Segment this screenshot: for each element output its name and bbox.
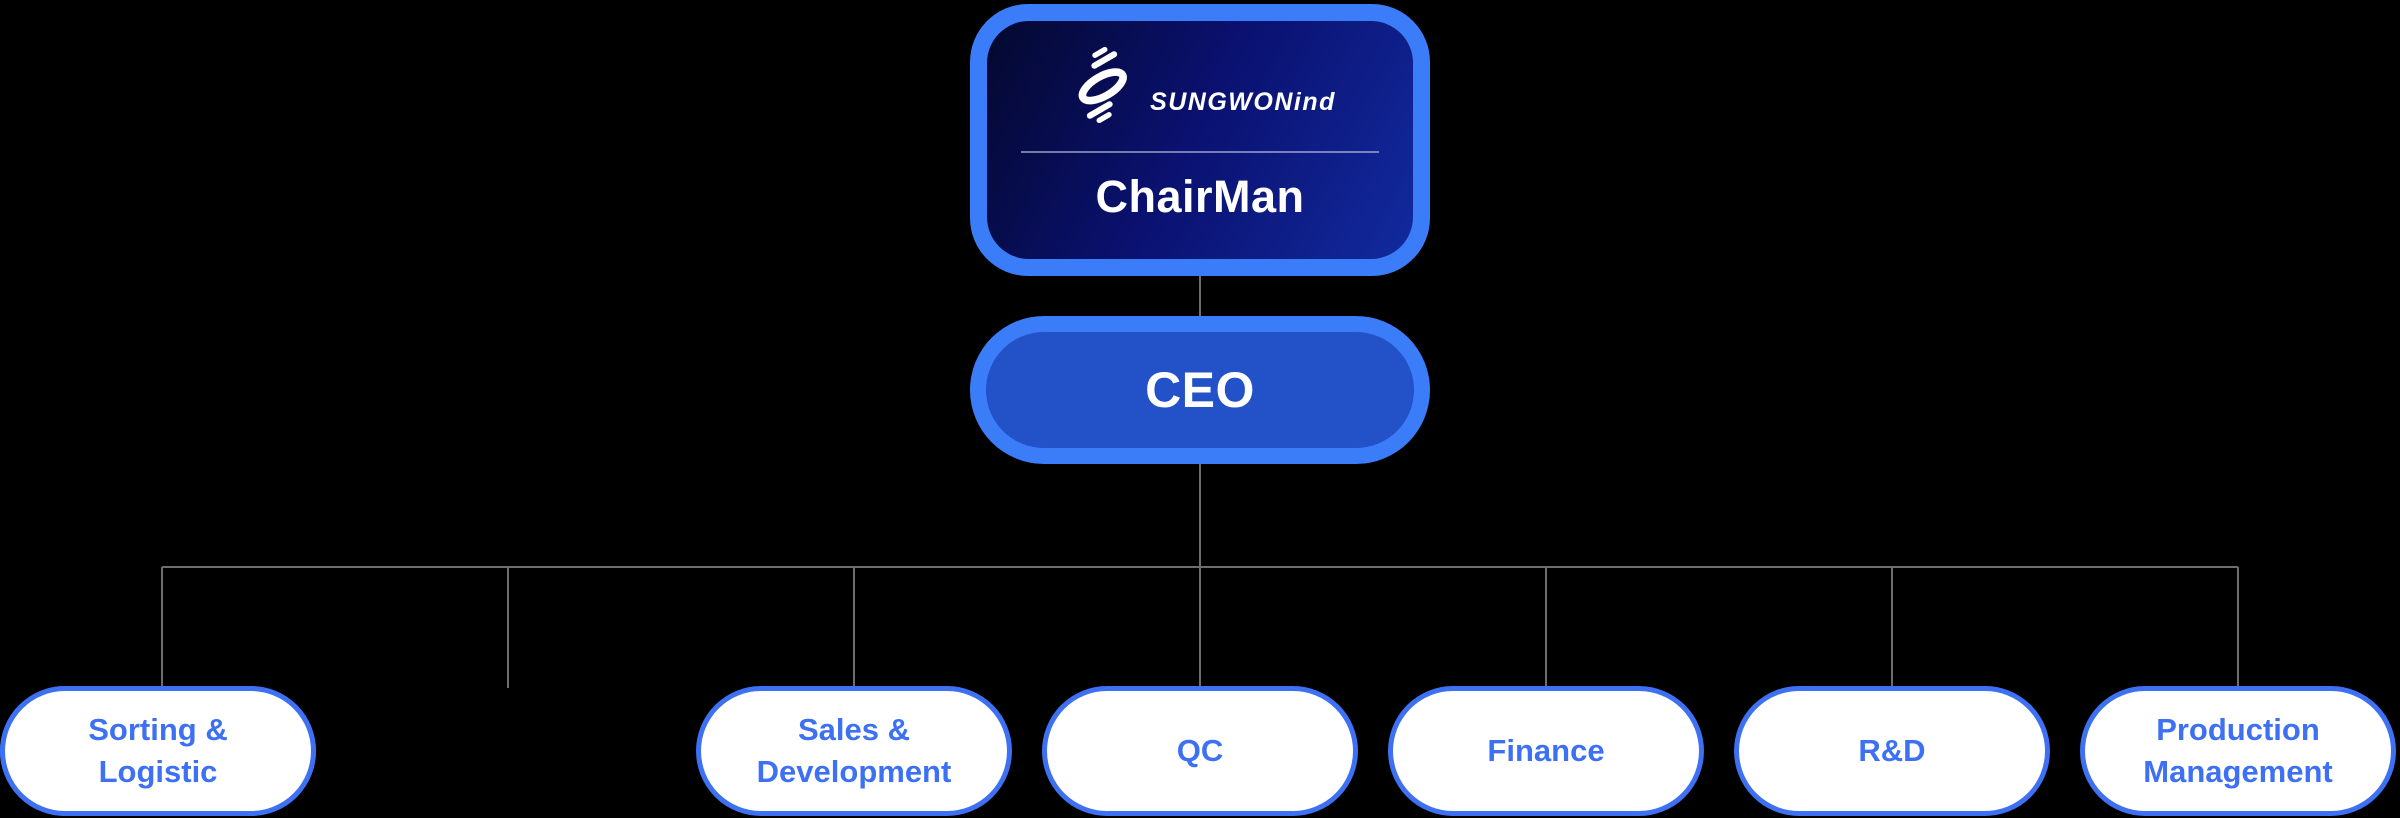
divider-line: [1021, 151, 1379, 153]
department-node-sorting-logistic[interactable]: Sorting & Logistic: [0, 686, 316, 816]
chairman-card: SUNGWONind ChairMan: [987, 21, 1413, 259]
department-node-sales-development[interactable]: Sales & Development: [696, 686, 1012, 816]
ceo-node[interactable]: CEO: [970, 316, 1430, 464]
department-label: R&D: [1858, 733, 1926, 768]
company-logo: SUNGWONind: [1064, 47, 1336, 123]
department-node-finance[interactable]: Finance: [1388, 686, 1704, 816]
chairman-label: ChairMan: [1095, 171, 1305, 222]
ceo-card: CEO: [986, 332, 1414, 448]
chairman-node[interactable]: SUNGWONind ChairMan: [970, 4, 1430, 276]
department-label: Sales & Development: [756, 712, 952, 789]
department-node-rd[interactable]: R&D: [1734, 686, 2050, 816]
department-label: Production Management: [2143, 712, 2333, 789]
department-label: QC: [1176, 733, 1224, 768]
department-node-qc[interactable]: QC: [1042, 686, 1358, 816]
sungwon-swirl-icon: [1078, 47, 1127, 123]
department-label: Finance: [1487, 733, 1605, 768]
department-node-production-management[interactable]: Production Management: [2080, 686, 2396, 816]
ceo-label: CEO: [1145, 362, 1255, 418]
company-logo-text: SUNGWONind: [1150, 88, 1336, 116]
department-label: Sorting & Logistic: [88, 712, 228, 789]
